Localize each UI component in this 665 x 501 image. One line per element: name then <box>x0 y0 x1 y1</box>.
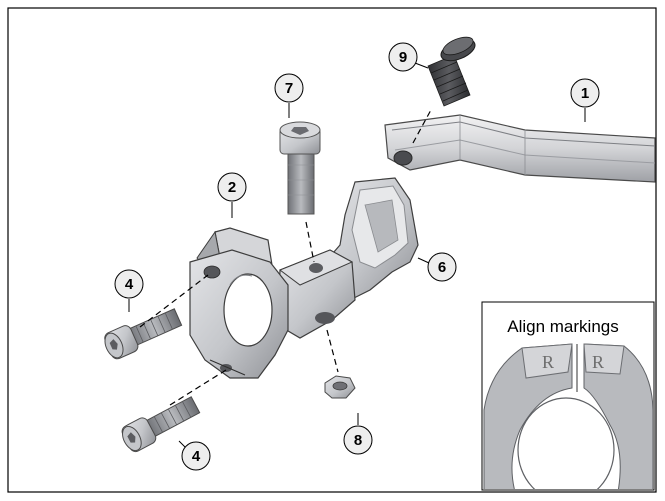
callout-8: 8 <box>343 413 373 455</box>
lever-pivot-hole <box>393 150 413 166</box>
screw-part-9 <box>427 36 476 107</box>
callout-9: 9 <box>388 42 429 72</box>
nut-part-8 <box>324 375 356 399</box>
diagram-border <box>7 7 657 493</box>
lever-arm-part-1 <box>384 114 656 183</box>
bolt-part-4-upper <box>104 308 183 360</box>
callout-number: 4 <box>125 276 134 293</box>
assembly-lines <box>139 107 433 406</box>
side-hole <box>315 312 335 324</box>
bolt-part-4-lower <box>121 396 201 453</box>
callout-number: 8 <box>354 432 362 449</box>
callout-2: 2 <box>217 172 247 218</box>
inset-title: Align markings <box>507 317 619 336</box>
callout-4-lower: 4 <box>178 440 211 471</box>
align-markings-inset: Align markings R R <box>481 301 655 491</box>
callout-7: 7 <box>274 73 304 118</box>
callout-number: 9 <box>399 49 407 66</box>
callout-number: 6 <box>438 259 446 276</box>
callout-number: 7 <box>285 80 293 97</box>
handlebar-bore <box>223 273 273 347</box>
callout-number: 2 <box>228 179 236 196</box>
callout-number: 1 <box>581 85 589 102</box>
right-marking: R <box>592 352 604 372</box>
left-marking: R <box>542 352 554 372</box>
callout-4-upper: 4 <box>114 269 144 312</box>
callout-number: 4 <box>192 448 201 465</box>
mount-hole <box>309 263 323 273</box>
callout-6: 6 <box>417 252 457 282</box>
clamp-body-part-2 <box>189 227 356 379</box>
callout-1: 1 <box>570 78 600 122</box>
bolt-part-7 <box>279 121 321 215</box>
